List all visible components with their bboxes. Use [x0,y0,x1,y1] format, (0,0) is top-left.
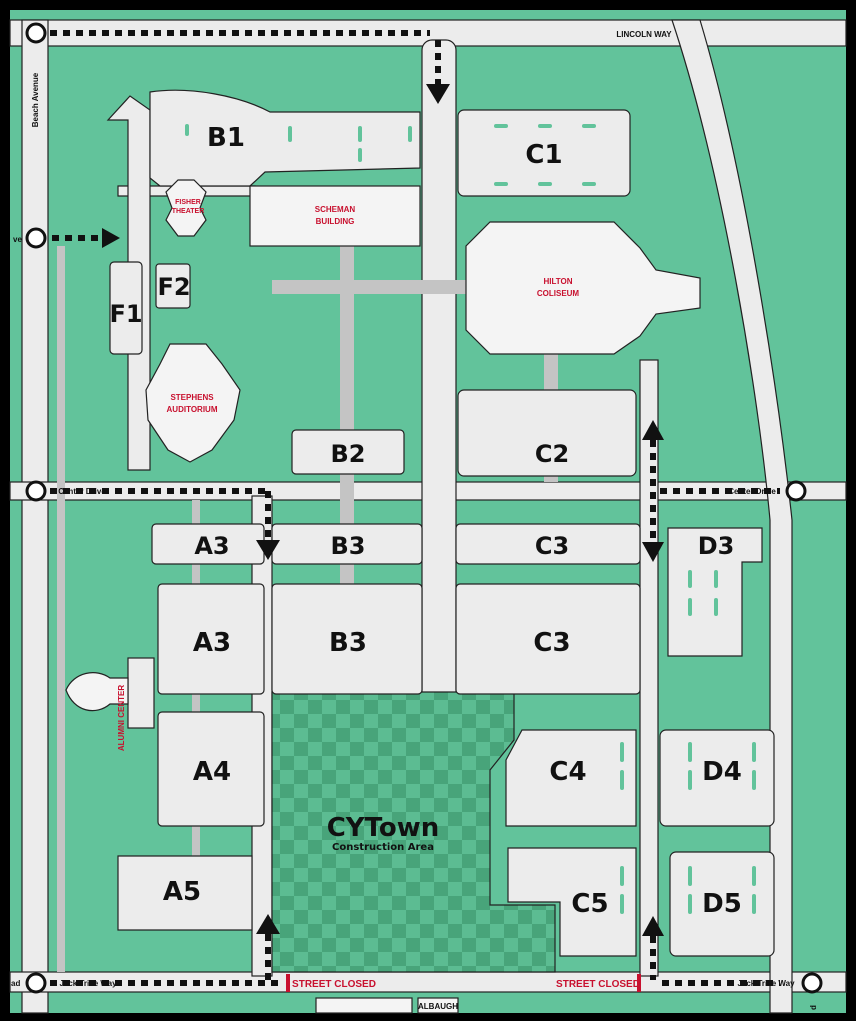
left-edge-top-label: ve [13,235,22,244]
lot-b3-main[interactable] [271,583,423,695]
lot-alumni [127,657,155,729]
lot-c3-top[interactable] [455,523,641,565]
parking-lots [109,89,775,957]
lot-d3[interactable] [667,527,763,657]
scheman-label: SCHEMAN [315,205,356,214]
scheman-label-2: BUILDING [316,217,355,226]
beach-avenue-label: Beach Avenue [31,72,40,127]
beach-avenue-road [21,19,49,1014]
lot-c4[interactable] [505,729,637,827]
arrow-up-icon [642,916,664,936]
lot-f2-label: F2 [157,273,190,301]
arrow-right-icon [102,228,120,248]
alumni-label: ALUMNI CENTER [117,685,126,751]
arrow-down-icon [642,542,664,562]
stadium-edge [315,997,413,1014]
traffic-routes [50,30,780,986]
lot-c5-label: C5 [571,889,608,919]
closure-bar-right [637,974,641,992]
arrow-down-icon [426,84,450,104]
lot-d4-label: D4 [702,757,742,787]
lot-b1[interactable] [149,89,421,187]
scheman-building [249,185,421,247]
jack-trice-left-label: Jack Trice Way [59,979,117,988]
street-closures: STREET CLOSED STREET CLOSED [286,974,641,992]
left-edge-bottom-label: ad [11,979,20,988]
lot-c4-label: C4 [549,757,586,787]
street-closed-left: STREET CLOSED [292,979,376,990]
lot-b1-label: B1 [207,123,245,153]
lot-f2[interactable] [155,263,191,309]
albaugh-label: ALBAUGH [418,1002,458,1011]
lot-a4[interactable] [157,711,265,827]
lot-c2-label: C2 [535,440,569,468]
lot-b2-label: B2 [331,440,366,468]
fisher-label-2: THEATER [172,208,205,215]
walkway-ew [272,280,467,294]
lot-a4-label: A4 [193,757,231,787]
lincoln-way-label: LINCOLN WAY [616,30,672,39]
hilton-coliseum [465,221,701,355]
arrow-up-icon [642,420,664,440]
lot-d3-label: D3 [698,532,735,560]
lot-b2[interactable] [291,429,405,475]
intersection-circle [785,480,807,502]
hilton-label-2: COLISEUM [537,289,580,298]
building-labels: FISHER THEATER SCHEMAN BUILDING HILTON C… [117,199,579,1011]
arrow-down-icon [256,540,280,560]
street-closed-right: STREET CLOSED [556,979,640,990]
lot-a3-main[interactable] [157,583,265,695]
lot-d5[interactable] [669,851,775,957]
stephens-label-2: AUDITORIUM [167,405,218,414]
right-edge-bottom-label: d [809,1005,818,1010]
lot-b3-main-label: B3 [329,628,367,658]
intersection-circle [25,480,47,502]
east-lot-road [639,359,659,977]
lot-c1[interactable] [457,109,631,197]
university-blvd-road [671,19,793,1014]
construction-subtitle: Construction Area [332,842,434,853]
intersection-circle [25,22,47,44]
fisher-label: FISHER [175,199,201,206]
lot-d5-label: D5 [702,889,742,919]
walkway-west [57,246,65,972]
arrow-up-icon [256,914,280,934]
lot-a3-main-label: A3 [193,628,231,658]
lot-a5[interactable] [117,855,253,931]
alumni-center [65,672,129,712]
lot-c1-label: C1 [525,140,562,170]
hilton-label: HILTON [543,277,572,286]
lot-labels: B1 C1 F1 F2 B2 C2 A3 B3 C3 D3 A3 B3 C3 A… [109,123,741,919]
lot-a3-top-label: A3 [194,532,229,560]
closure-bar-left [286,974,290,992]
intersection-circle [801,972,823,994]
road-network [9,19,847,1014]
lot-a5-label: A5 [163,877,201,907]
construction-zone [271,691,556,973]
lot-c5[interactable] [507,847,637,957]
lot-c3-main-label: C3 [533,628,570,658]
intersection-markers [25,22,823,994]
intersection-circle [25,972,47,994]
lot-c3-top-label: C3 [535,532,569,560]
construction-title: CYTown [327,813,440,843]
lot-f1[interactable] [109,261,143,355]
buildings [65,179,701,1014]
intersection-circle [25,227,47,249]
fisher-theater [165,179,207,237]
lot-f1-label: F1 [109,300,142,328]
stephens-label: STEPHENS [170,393,214,402]
albaugh-building [417,997,459,1014]
lot-c3-main[interactable] [455,583,641,695]
lot-b3-top-label: B3 [331,532,366,560]
direction-arrows [102,84,664,936]
lot-markings [185,124,756,914]
stephens-auditorium [145,343,241,463]
construction-area: CYTown Construction Area [271,691,556,973]
lot-c2[interactable] [457,389,637,477]
central-mall-road [421,39,457,703]
